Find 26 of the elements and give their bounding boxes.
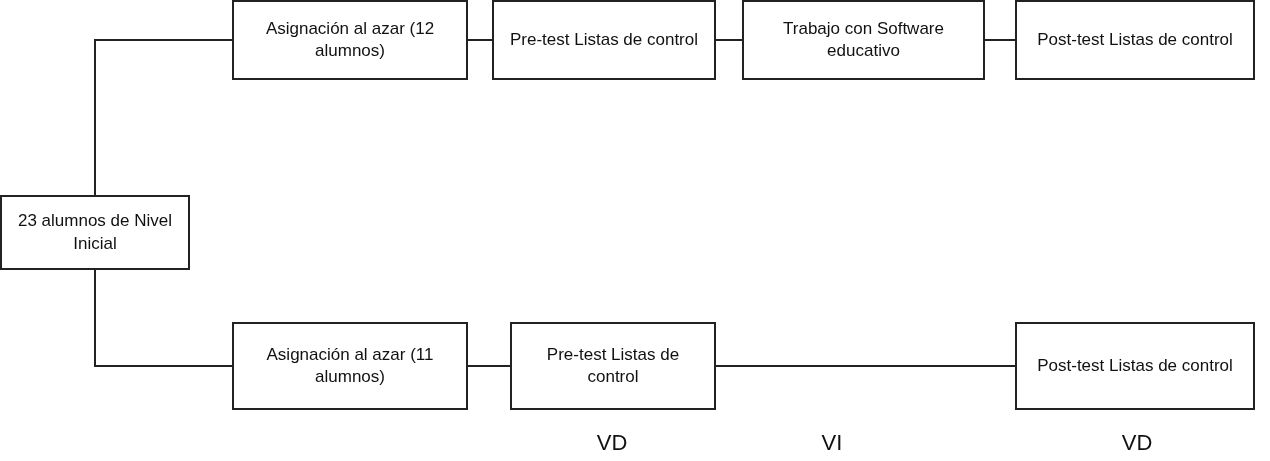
connector-line [467,39,493,41]
process-box [1015,322,1255,410]
process-box [0,195,190,270]
connector-line [94,39,233,196]
variable-label: VD [596,430,628,456]
process-box [1015,0,1255,80]
box-text: Trabajo con Software educativo [782,17,945,62]
box-text: 23 alumnos de Nivel Inicial [17,210,173,255]
process-box [510,322,716,410]
box-text: Pre-test Listas de control [545,343,681,388]
variable-label: VI [821,430,843,456]
connector-line [984,39,1016,41]
box-text: Asignación al azar (11 alumnos) [265,343,435,388]
connector-line [715,365,1016,367]
connector-line [467,365,511,367]
connector-line [94,269,233,367]
connector-line [715,39,743,41]
box-text: Pre-test Listas de control [510,28,698,51]
box-text: Post-test Listas de control [1037,28,1233,51]
process-box [742,0,985,80]
process-box [232,0,468,80]
box-text: Post-test Listas de control [1037,354,1233,377]
variable-label: VD [1121,430,1153,456]
process-box [232,322,468,410]
box-text: Asignación al azar (12 alumnos) [264,17,436,62]
process-box [492,0,716,80]
